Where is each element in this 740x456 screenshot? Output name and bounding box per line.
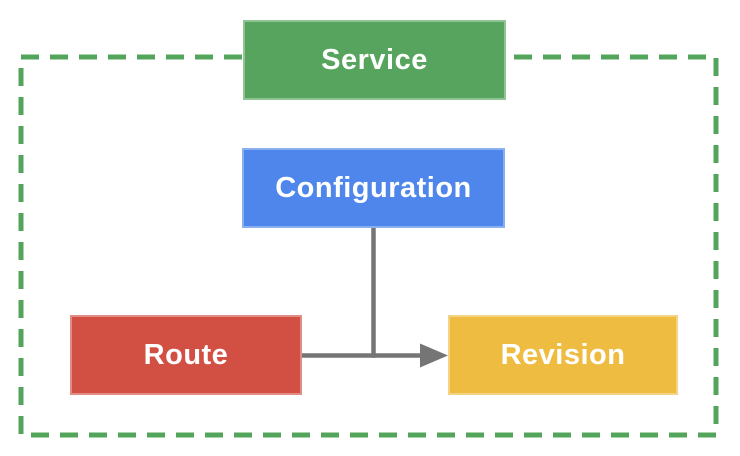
node-revision: Revision bbox=[448, 315, 678, 395]
arrow-head-icon bbox=[420, 343, 448, 368]
node-configuration: Configuration bbox=[242, 148, 505, 228]
node-route-label: Route bbox=[143, 338, 229, 371]
node-service: Service bbox=[243, 20, 506, 100]
boundary-dashed-border bbox=[18, 54, 719, 438]
node-service-label: Service bbox=[321, 43, 428, 76]
node-revision-label: Revision bbox=[500, 338, 626, 371]
node-route: Route bbox=[70, 315, 302, 395]
node-configuration-label: Configuration bbox=[275, 171, 472, 204]
